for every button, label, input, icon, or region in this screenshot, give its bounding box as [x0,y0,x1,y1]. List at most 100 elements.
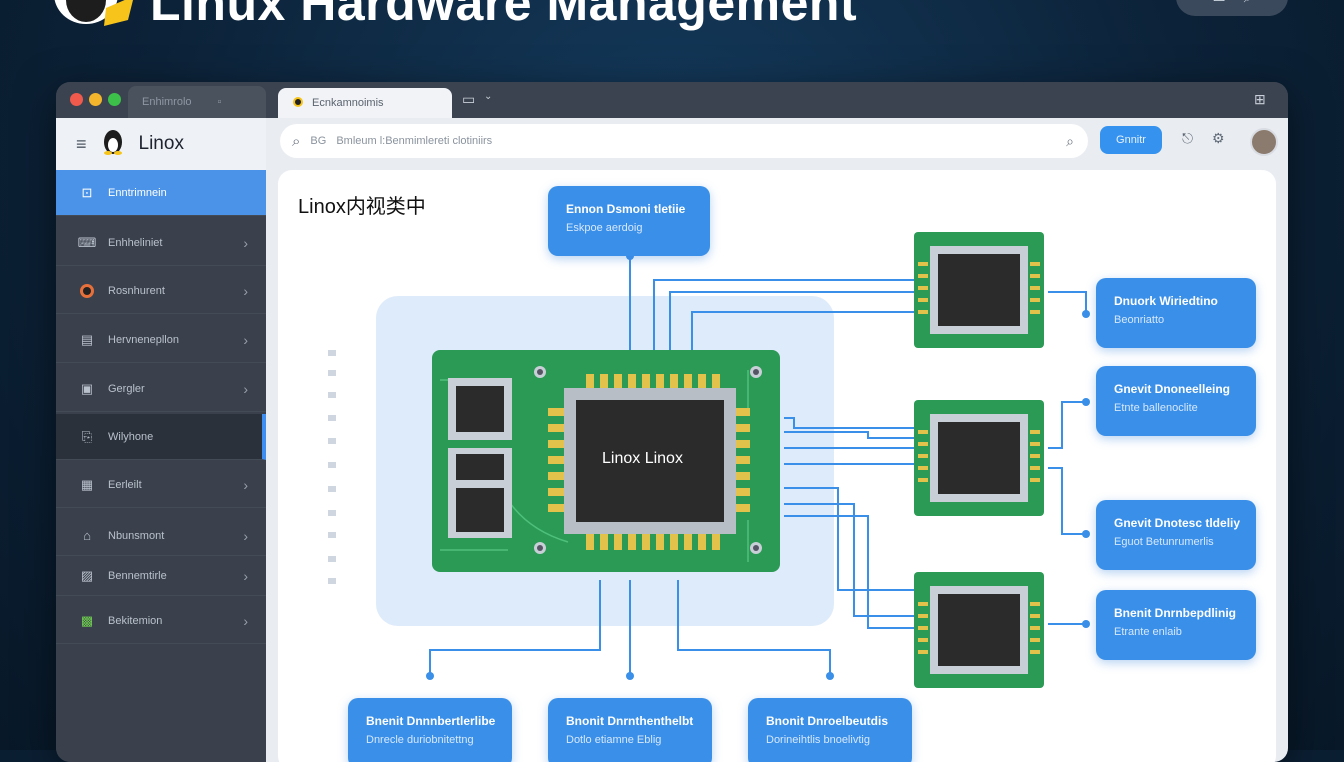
sidebar-item-label: Eerleilt [108,478,142,491]
chevron-right-icon: › [243,476,248,493]
tux-icon [101,129,125,160]
sidebar-item-documents[interactable]: ▦ Eerleilt › [56,462,266,508]
info-box-title: Bnonit Dnroelbeutdis [766,714,888,728]
info-box-subtitle: Dotlo etiamne Eblig [566,734,662,746]
hero-action-pill[interactable]: ▭ ⌕ [1176,0,1288,16]
title-bar: Enhimrolo ▫ Ecnkamnoimis ▭ ⌄ ⊞ [56,82,1288,118]
info-box-bottom-3[interactable]: Bnonit Dnroelbeutdis Dorineihtlis bnoeli… [748,698,912,762]
folder-icon: ▨ [80,567,94,583]
info-box-subtitle: Eskpoe aerdoig [566,222,643,234]
search-submit-icon[interactable]: ⌕ [1066,132,1074,149]
info-box-title: Bnonit Dnrnthenthelbt [566,714,694,728]
sidebar-item-label: Rosnhurent [108,284,165,297]
sidebar-item-storage[interactable]: ▤ Hervnenepllon › [56,317,266,363]
tab-active[interactable]: Ecnkamnoimis [278,88,452,118]
hamburger-menu-icon[interactable]: ≡ [76,133,87,154]
sidebar-item-terminal[interactable]: ⌨ Enhheliniet › [56,220,266,266]
maximize-window-button[interactable] [108,93,121,106]
share-icon[interactable]: ⎋ [1182,130,1194,146]
info-box-subtitle: Beonriatto [1114,314,1165,326]
chevron-right-icon: › [243,331,248,348]
network-icon: ⎘ [81,428,93,444]
sidebar-item-label: Hervnenepllon [108,333,179,346]
main-pcb [432,350,780,572]
search-text[interactable]: Bmleum l:Benmimlereti clotiniirs [336,135,493,147]
storage-icon: ▤ [80,331,94,347]
document-icon: ▦ [80,476,94,492]
info-box-subtitle: Dnrecle duriobnitettng [366,734,474,746]
diagram-canvas: Linox内视类中 [278,170,1276,762]
hero-title: Linux Hardware Management [150,0,858,31]
sidebar-item-label: Bekitemion [108,614,163,627]
settings-icon[interactable]: ⚙ [1212,130,1225,146]
info-box-title: Dnuork Wiriedtino [1114,294,1218,308]
info-box-title: Ennon Dsmoni tletiie [566,202,686,216]
brand-name: Linox [138,133,184,154]
sidebar-item-users[interactable]: Rosnhurent › [56,268,266,314]
tab-inactive[interactable]: Enhimrolo ▫ [128,86,266,118]
info-box-right-3[interactable]: Gnevit Dnotesc tldeliy Eguot Betunrumerl… [1096,500,1256,570]
info-box-title: Gnevit Dnotesc tldeliy [1114,516,1241,530]
grid-icon: ▩ [80,612,94,628]
search-prefix: BG [310,135,327,147]
minimize-window-button[interactable] [89,93,102,106]
info-box-right-1[interactable]: Dnuork Wiriedtino Beonriatto [1096,278,1256,348]
info-box-right-4[interactable]: Bnenit Dnrnbepdlinig Etrante enlaib [1096,590,1256,660]
sidebar-item-label: Enntrimnein [108,186,167,199]
right-chip-1 [914,232,1044,348]
sidebar-item-label: Wilyhone [108,430,154,443]
sidebar: ≡ Linox ⊡ Enntrimnein ⌨ Enhheliniet › Ro… [56,118,266,762]
linux-penguin-logo-icon [48,0,138,40]
sidebar-item-dashboard[interactable]: ⊡ Enntrimnein [56,170,266,216]
window-icon[interactable]: ▭ [1212,0,1225,6]
chevron-right-icon: › [243,567,248,584]
close-window-button[interactable] [70,93,83,106]
split-view-icon[interactable]: ⊞ [1254,91,1266,107]
sidebar-item-label: Nbunsmont [108,529,165,542]
avatar[interactable] [1250,128,1278,156]
chevron-right-icon: › [243,380,248,397]
canvas-title: Linox内视类中 [298,196,426,218]
info-box-subtitle: Etrante enlaib [1114,626,1182,638]
info-box-bottom-2[interactable]: Bnonit Dnrnthenthelbt Dotlo etiamne Ebli… [548,698,712,762]
info-box-title: Bnenit Dnnnbertlerlibe [366,714,496,728]
chevron-right-icon: › [243,527,248,544]
search-icon: ⌕ [292,132,301,150]
cpu-icon: ▣ [80,380,94,396]
main-area: ⌕ BG Bmleum l:Benmimlereti clotiniirs ⌕ … [266,118,1288,762]
sidebar-item-label: Bennemtirle [108,569,167,582]
sidebar-item-cpu[interactable]: ▣ Gergler › [56,366,266,412]
cpu-chip-label: Linox Linox [602,450,683,467]
primary-button[interactable]: Gnnitr [1100,126,1162,154]
sidebar-item-label: Enhheliniet [108,236,163,249]
hardware-diagram [328,232,1090,688]
tab-list-icon[interactable]: ▭ [462,91,476,107]
sidebar-item-network[interactable]: ⎘ Wilyhone [56,414,266,460]
right-chip-3 [914,572,1044,688]
chevron-right-icon: › [243,612,248,629]
tab-close-icon[interactable]: ▫ [217,96,222,108]
sidebar-item-monitor[interactable]: ⌂ Nbunsmont › [56,516,266,556]
dashboard-icon: ⊡ [81,184,93,200]
terminal-icon: ⌨ [77,234,97,250]
monitor-icon: ⌂ [83,528,91,543]
search-bar[interactable]: ⌕ BG Bmleum l:Benmimlereti clotiniirs ⌕ [280,124,1088,158]
linux-tab-icon [292,96,304,111]
tab-label: Ecnkamnoimis [312,97,384,109]
chevron-right-icon: › [243,282,248,299]
sidebar-item-grid[interactable]: ▩ Bekitemion › [56,598,266,644]
search-icon[interactable]: ⌕ [1244,0,1252,6]
info-box-title: Gnevit Dnoneelleing [1114,382,1231,396]
info-box-subtitle: Dorineihtlis bnoelivtig [766,734,870,746]
info-box-top[interactable]: Ennon Dsmoni tletiie Eskpoe aerdoig [548,186,710,256]
ruler-marks [328,350,336,584]
user-icon [78,283,96,299]
info-box-right-2[interactable]: Gnevit Dnoneelleing Etnte ballenoclite [1096,366,1256,436]
info-box-subtitle: Etnte ballenoclite [1114,402,1198,414]
chevron-down-icon[interactable]: ⌄ [484,91,493,102]
info-box-title: Bnenit Dnrnbepdlinig [1114,606,1236,620]
right-chip-2 [914,400,1044,516]
chevron-right-icon: › [243,234,248,251]
sidebar-item-folders[interactable]: ▨ Bennemtirle › [56,556,266,596]
info-box-bottom-1[interactable]: Bnenit Dnnnbertlerlibe Dnrecle duriobnit… [348,698,512,762]
